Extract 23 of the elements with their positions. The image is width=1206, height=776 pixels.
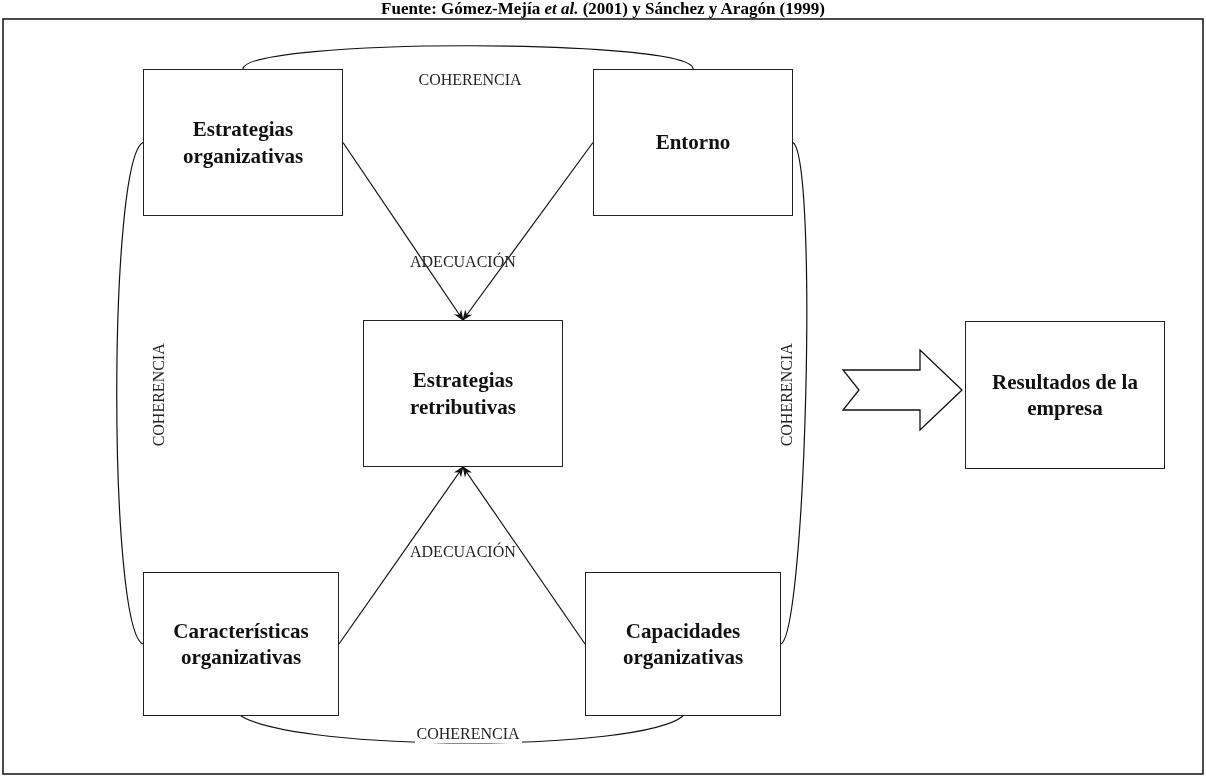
process-box xyxy=(143,572,339,716)
box-label: Entorno xyxy=(655,129,731,156)
arrow xyxy=(338,466,464,645)
block-arrow xyxy=(841,348,963,432)
relation-label: ADECUACIÓN xyxy=(409,543,517,561)
process-box xyxy=(585,572,781,716)
arrow xyxy=(342,141,464,321)
box-label: Estrategias retributivas xyxy=(409,367,517,420)
box-label: Estrategias organizativas xyxy=(181,116,305,169)
curved-connector xyxy=(116,141,144,645)
arrow xyxy=(462,141,594,321)
box-label: Capacidades organizativas xyxy=(621,617,745,671)
arrow xyxy=(462,466,586,645)
source-title: Fuente: Gómez-Mejía et al. (2001) y Sánchez y Aragón (1999) xyxy=(381,0,825,18)
process-box xyxy=(363,320,563,467)
process-box xyxy=(143,69,343,216)
box-label: Características organizativas xyxy=(172,617,310,671)
box-label: Resultados de la empresa xyxy=(991,368,1139,422)
edge-label: COHERENCIA xyxy=(414,725,522,743)
curved-connector xyxy=(780,141,808,645)
process-box xyxy=(593,69,793,216)
process-box xyxy=(965,321,1165,469)
curved-connector xyxy=(242,45,694,70)
